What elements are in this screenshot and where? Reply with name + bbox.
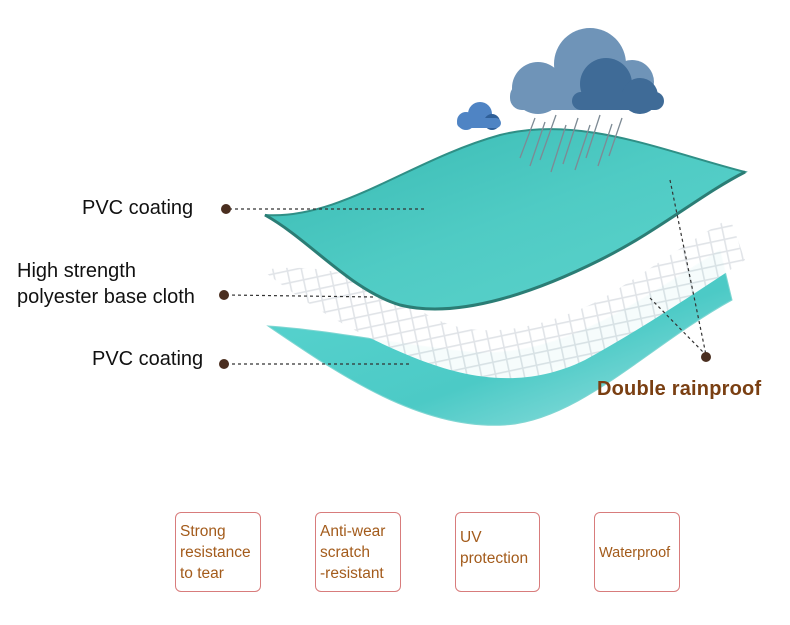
rain-streaks-icon: [519, 114, 623, 173]
polyester-mesh-layer: [262, 218, 745, 379]
top-pvc-layer: [264, 128, 748, 311]
small-cloud-icon: [457, 102, 501, 130]
base-cloth-label: High strength polyester base cloth: [17, 260, 195, 308]
rain-cloud-icon: [510, 28, 664, 114]
top-pvc-label: PVC coating: [82, 197, 194, 219]
feature-anti-wear: Anti-wear scratch -resistant: [315, 512, 401, 592]
leader-dots: [219, 204, 711, 369]
leader-lines: [225, 179, 707, 365]
feature-tear-resistance: Strong resistance to tear: [175, 512, 261, 592]
feature-uv-protection: UV protection: [455, 512, 540, 592]
double-rainproof-callout: Double rainproof: [597, 378, 762, 400]
feature-waterproof: Waterproof: [594, 512, 680, 592]
bottom-pvc-label: PVC coating: [92, 348, 204, 370]
